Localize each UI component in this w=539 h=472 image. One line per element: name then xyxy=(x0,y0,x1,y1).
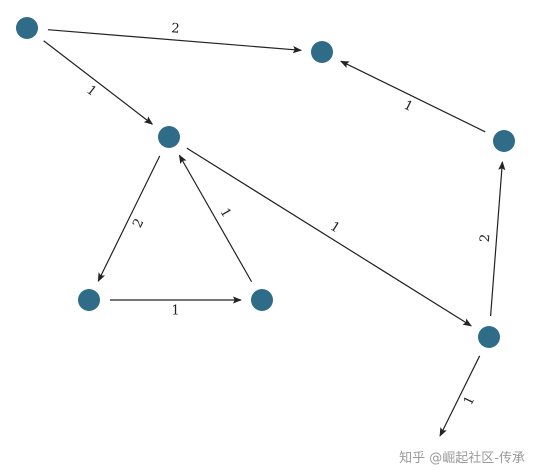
edge-F-out xyxy=(439,355,481,437)
edge-A-C xyxy=(43,40,154,125)
watermark: 知乎 @崛起社区-传承 xyxy=(399,451,525,466)
edge-weight-label: 1 xyxy=(461,394,478,408)
edge-C-F xyxy=(186,147,472,327)
graph-node xyxy=(478,326,500,348)
graph-node xyxy=(493,130,515,152)
edge-weight-label: 1 xyxy=(171,304,179,319)
graph-node xyxy=(158,126,180,148)
edges-layer: 2 1 1 2 1 1 1 2 1 xyxy=(43,21,506,437)
edge-E-C xyxy=(178,154,253,283)
edge-weight-label: 2 xyxy=(130,216,147,230)
edge-weight-label: 1 xyxy=(327,219,342,236)
edge-weight-label: 2 xyxy=(171,21,180,37)
graph-node xyxy=(16,17,38,39)
graph-node xyxy=(78,289,100,311)
edge-A-B xyxy=(47,29,302,54)
edge-G-B xyxy=(340,60,486,133)
nodes-layer xyxy=(16,17,515,348)
edge-weight-label: 2 xyxy=(478,233,494,242)
edge-C-D xyxy=(97,155,161,282)
graph-node xyxy=(311,41,333,63)
graph-node xyxy=(251,289,273,311)
edge-weight-label: 1 xyxy=(216,206,233,221)
edge-weight-label: 1 xyxy=(401,98,415,115)
edge-weight-label: 1 xyxy=(83,83,99,100)
edge-F-G xyxy=(490,161,506,317)
